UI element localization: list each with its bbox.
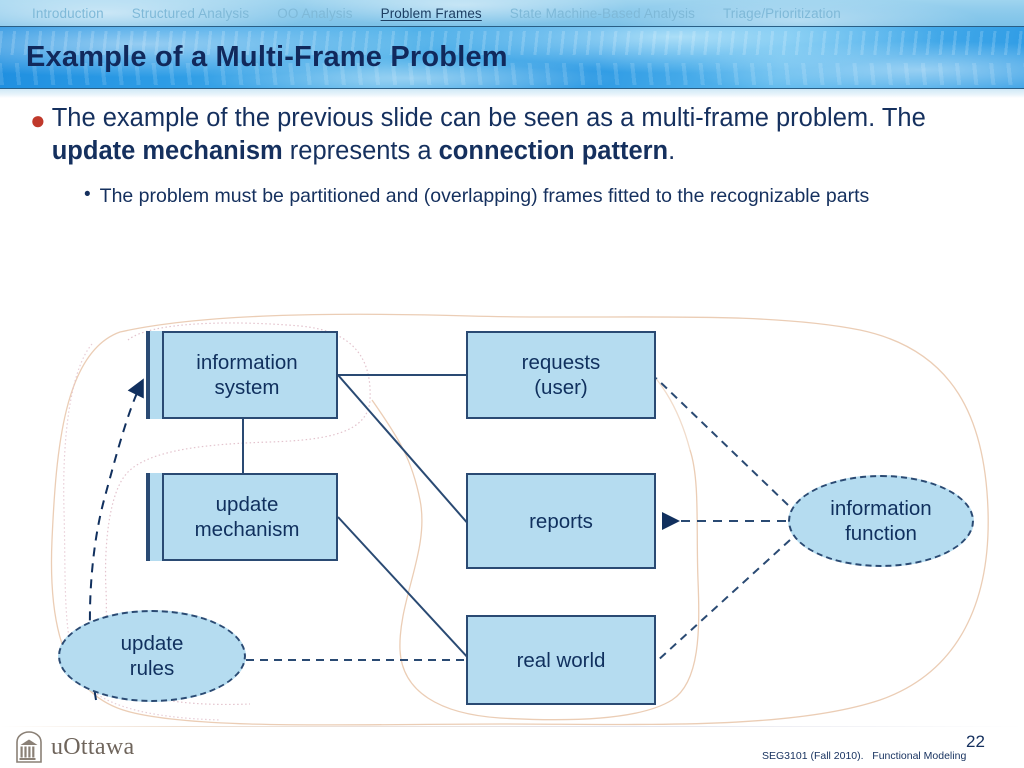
bullet1-bold1: update mechanism xyxy=(51,137,283,165)
bullet-level2: • The problem must be partitioned and (o… xyxy=(84,182,990,210)
dashed-ellipse-shape xyxy=(58,610,246,702)
uottawa-logo: uOttawa xyxy=(14,731,134,764)
page-number: 22 xyxy=(966,732,985,751)
edge-information-function-requests xyxy=(655,377,789,506)
node-requests-user-label: requests(user) xyxy=(521,351,601,399)
sub-bullet-marker-icon: • xyxy=(84,184,91,205)
node-real-world-label: real world xyxy=(516,648,606,672)
footer-divider xyxy=(0,726,1024,727)
university-building-icon xyxy=(16,731,42,763)
bullet1-part2: represents a xyxy=(282,137,439,165)
nav-tab-introduction[interactable]: Introduction xyxy=(32,5,104,21)
nav-tab-state-machine-based-analysis[interactable]: State Machine-Based Analysis xyxy=(509,5,695,21)
bullet-level2-text: The problem must be partitioned and (ove… xyxy=(99,185,870,207)
title-banner: Example of a Multi-Frame Problem xyxy=(0,26,1024,89)
slide-body: ● The example of the previous slide can … xyxy=(30,102,990,210)
nav-tab-problem-frames[interactable]: Problem Frames xyxy=(380,5,482,21)
node-reports-label: reports xyxy=(529,509,593,533)
node-reports[interactable]: reports xyxy=(466,473,656,569)
node-requests-user[interactable]: requests(user) xyxy=(466,331,656,419)
uottawa-wordmark: uOttawa xyxy=(51,734,135,760)
bullet-marker-icon: ● xyxy=(30,105,46,135)
edge-update-mechanism-real-world xyxy=(337,516,471,661)
node-real-world[interactable]: real world xyxy=(466,615,656,705)
page-title: Example of a Multi-Frame Problem xyxy=(26,41,508,73)
bullet1-bold2: connection pattern xyxy=(438,137,669,165)
nav-tab-triage-prioritization[interactable]: Triage/Prioritization xyxy=(722,5,841,21)
bullet-level1-text: The example of the previous slide can be… xyxy=(52,102,952,168)
nav-tab-structured-analysis[interactable]: Structured Analysis xyxy=(131,5,250,21)
nav-tab-strip: Introduction Structured Analysis OO Anal… xyxy=(0,0,1024,26)
course-footer-note: SEG3101 (Fall 2010). Functional Modeling xyxy=(762,750,967,762)
banner-gradient-foot xyxy=(0,89,1024,98)
nav-tab-oo-analysis[interactable]: OO Analysis xyxy=(277,5,353,21)
bullet1-part3: . xyxy=(668,137,676,165)
bullet1-part1: The example of the previous slide can be… xyxy=(51,104,926,132)
edge-information-function-real-world xyxy=(655,539,791,663)
frame-outline-inner-left xyxy=(63,322,371,721)
bullet-level1: ● The example of the previous slide can … xyxy=(30,102,990,168)
edge-information-system-reports xyxy=(337,374,471,527)
dashed-ellipse-shape xyxy=(788,475,974,567)
